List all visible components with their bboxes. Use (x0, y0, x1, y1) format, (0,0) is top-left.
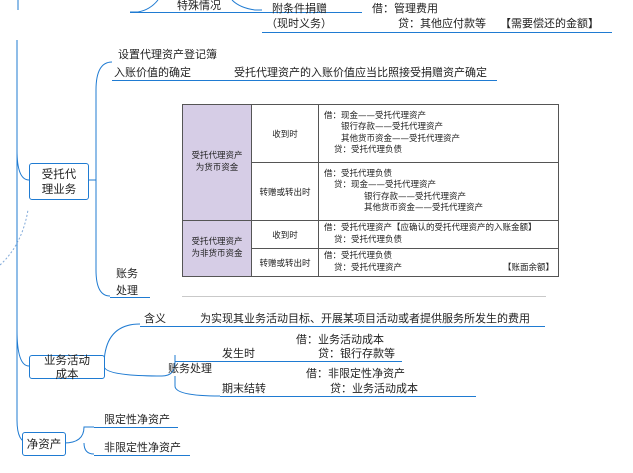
entries-receive-nonmonetary: 借：受托代理资产【应确认的受托代理资产的入账金额】 贷：受托代理负债 (318, 220, 559, 249)
category-monetary: 受托代理资产 为货币资金 (182, 104, 252, 221)
meaning-text: 为实现其业务活动目标、开展某项目活动或者提供服务所发生的费用 (200, 312, 530, 325)
attached-gift-label: 附条件捐赠 (272, 2, 327, 15)
top-debit-entry: 借：管理费用 (372, 2, 438, 15)
special-case-label: 特殊情况 (177, 0, 221, 12)
end-debit: 借：非限定性净资产 (306, 367, 405, 380)
occur-credit: 贷：银行存款等 (318, 347, 395, 360)
accounting-underline (110, 297, 150, 298)
connector-net-assets (63, 426, 95, 455)
accounting-label-line1: 账务 (116, 267, 138, 280)
connector-branch-entrusted (16, 149, 30, 181)
unrestricted-underline (94, 455, 190, 456)
entrusted-title-line1: 受托代 (41, 167, 77, 182)
register-label: 设置代理资产登记簿 (118, 48, 217, 61)
occur-debit: 借：业务活动成本 (296, 333, 384, 346)
occur-underline (175, 361, 402, 362)
entries-receive-monetary: 借：现金——受托代理资产 银行存款——受托代理资产 其他货币资金——受托代理资产… (318, 104, 559, 163)
entry-value-label: 入账价值的确定 (114, 66, 191, 79)
entries-transfer-nonmonetary: 借：受托代理负债 贷：受托代理资产【账面余额】 (318, 248, 559, 277)
event-receive-nonmonetary: 收到时 (251, 220, 319, 249)
table-bottom-shadow-line (182, 296, 546, 297)
end-label: 期末结转 (222, 382, 266, 395)
top-credit-entry: 贷：其他应付款等 (398, 17, 486, 30)
meaning-underline (140, 326, 545, 327)
special-case-underline (130, 12, 362, 13)
table-row: 转赠或转出时 借：受托代理负债 贷：现金——受托代理资产 银行存款——受托代理资… (183, 162, 559, 221)
book-balance-note: 【账面余额】 (502, 262, 554, 273)
dotted-connector (0, 209, 29, 266)
top-entry-underline (262, 32, 612, 33)
net-assets-node: 净资产 (22, 432, 66, 456)
entrusted-title-line2: 理业务 (41, 181, 77, 196)
entrusted-business-node: 受托代理业务 (29, 163, 89, 200)
connector-business-fan (103, 323, 163, 377)
connector-branch-business (16, 329, 30, 367)
category-nonmonetary: 受托代理资产 为非货币资金 (182, 220, 252, 277)
top-repay-note: 【需要偿还的金额】 (500, 17, 599, 30)
event-receive-monetary: 收到时 (251, 104, 319, 163)
restricted-underline (94, 427, 178, 428)
occur-label: 发生时 (222, 347, 255, 360)
business-cost-node: 业务活动成本 (29, 353, 105, 381)
table-row: 转赠或转出时 借：受托代理负债 贷：受托代理资产【账面余额】 (183, 248, 559, 277)
event-transfer-monetary: 转赠或转出时 (251, 162, 319, 221)
entry-value-underline (112, 80, 497, 81)
accounting-table: 受托代理资产 为货币资金 收到时 借：现金——受托代理资产 银行存款——受托代理… (182, 104, 559, 277)
connector-trunk (16, 40, 30, 444)
restricted-net-assets: 限定性净资产 (104, 413, 170, 426)
attached-gift-obligation: （现时义务） (266, 17, 332, 30)
table-row: 受托代理资产 为货币资金 收到时 借：现金——受托代理资产 银行存款——受托代理… (182, 104, 559, 221)
end-underline (220, 396, 476, 397)
entries-transfer-monetary: 借：受托代理负债 贷：现金——受托代理资产 银行存款——受托代理资产 其他货币资… (318, 162, 559, 221)
meaning-label: 含义 (144, 312, 166, 325)
connector-top-right (231, 0, 262, 11)
unrestricted-net-assets: 非限定性净资产 (104, 441, 181, 454)
business-accounting-label: 账务处理 (168, 362, 212, 375)
event-transfer-nonmonetary: 转赠或转出时 (251, 248, 319, 277)
connector-entrusted-fan (95, 61, 113, 297)
accounting-label-line2: 处理 (116, 284, 138, 297)
table-row: 受托代理资产 为非货币资金 收到时 借：受托代理资产【应确认的受托代理资产的入账… (182, 220, 559, 277)
end-credit: 贷：业务活动成本 (330, 382, 418, 395)
connector-top (130, 0, 159, 13)
entry-value-text: 受托代理资产的入账价值应当比照接受捐赠资产确定 (234, 66, 487, 79)
